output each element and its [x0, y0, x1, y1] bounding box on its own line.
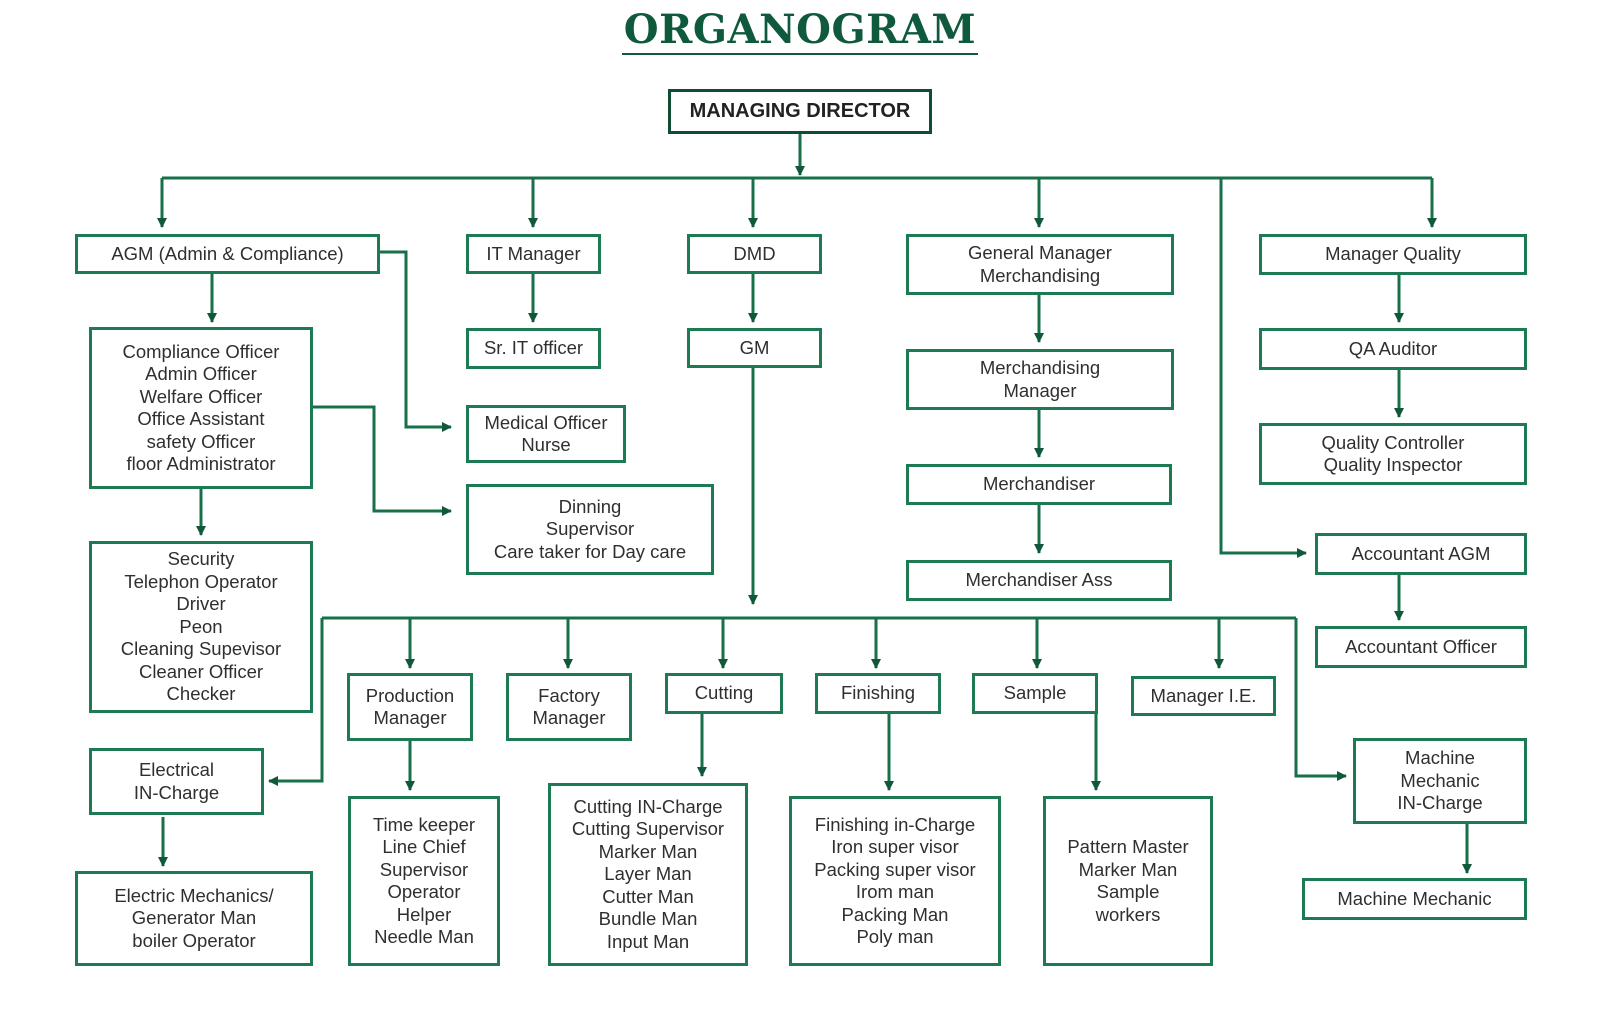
finishing-staff-box: Finishing in-Charge Iron super visor Pac…	[789, 796, 1001, 966]
cutting-box: Cutting	[665, 673, 783, 714]
cutting-staff-box: Cutting IN-Charge Cutting Supervisor Mar…	[548, 783, 748, 966]
compliance-staff-box: Compliance Officer Admin Officer Welfare…	[89, 327, 313, 489]
machine-mechanic-incharge-box: Machine Mechanic IN-Charge	[1353, 738, 1527, 824]
page-title: ORGANOGRAM	[621, 6, 979, 55]
sample-staff-box: Pattern Master Marker Man Sample workers	[1043, 796, 1213, 966]
agm-to-medical	[378, 250, 452, 432]
electric-mechanics-box: Electric Mechanics/ Generator Man boiler…	[75, 871, 313, 966]
general-manager-merchandising-box: General Manager Merchandising	[906, 234, 1174, 295]
to-electrical	[268, 618, 324, 786]
machine-mechanic-box: Machine Mechanic	[1302, 878, 1527, 920]
to-accountant-agm	[1219, 178, 1307, 558]
to-machine-incharge	[1294, 618, 1347, 781]
production-staff-box: Time keeper Line Chief Supervisor Operat…	[348, 796, 500, 966]
security-staff-box: Security Telephon Operator Driver Peon C…	[89, 541, 313, 713]
accountant-agm-box: Accountant AGM	[1315, 533, 1527, 575]
quality-controller-box: Quality Controller Quality Inspector	[1259, 423, 1527, 485]
accountant-officer-box: Accountant Officer	[1315, 626, 1527, 668]
merchandising-manager-box: Merchandising Manager	[906, 349, 1174, 410]
merchandiser-box: Merchandiser	[906, 464, 1172, 505]
dinning-box: Dinning Supervisor Care taker for Day ca…	[466, 484, 714, 575]
medical-officer-box: Medical Officer Nurse	[466, 405, 626, 463]
gm-box: GM	[687, 328, 822, 368]
merchandiser-ass-box: Merchandiser Ass	[906, 560, 1172, 601]
agm-admin-compliance-box: AGM (Admin & Compliance)	[75, 234, 380, 274]
dmd-box: DMD	[687, 234, 822, 274]
compliance-to-dinning	[310, 405, 452, 516]
production-manager-box: Production Manager	[347, 673, 473, 741]
qa-auditor-box: QA Auditor	[1259, 328, 1527, 370]
factory-manager-box: Factory Manager	[506, 673, 632, 741]
sr-it-officer-box: Sr. IT officer	[466, 328, 601, 369]
manager-ie-box: Manager I.E.	[1131, 676, 1276, 716]
finishing-box: Finishing	[815, 673, 941, 714]
it-manager-box: IT Manager	[466, 234, 601, 274]
electrical-incharge-box: Electrical IN-Charge	[89, 748, 264, 815]
manager-quality-box: Manager Quality	[1259, 234, 1527, 275]
managing-director-box: MANAGING DIRECTOR	[668, 89, 932, 134]
sample-box: Sample	[972, 673, 1098, 714]
